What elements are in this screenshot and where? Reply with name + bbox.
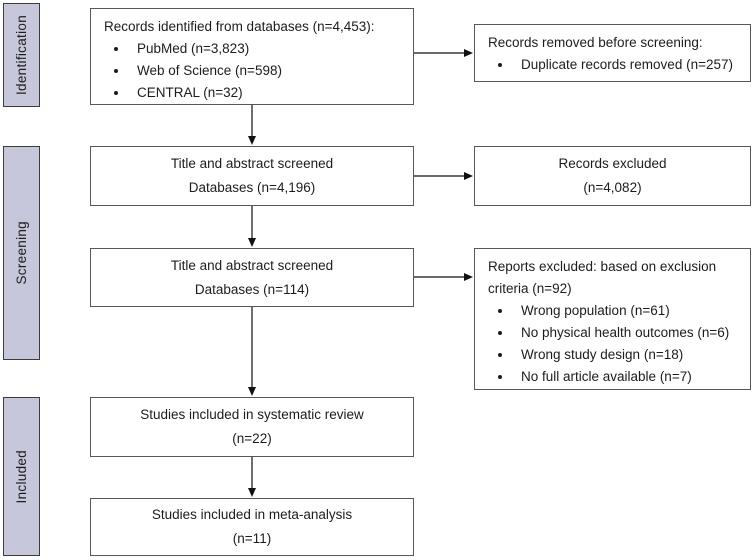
systematic-review-line1: Studies included in systematic review (140, 407, 364, 422)
records-removed-list: Duplicate records removed (n=257) (488, 54, 742, 76)
meta-analysis-line1: Studies included in meta-analysis (151, 507, 353, 522)
stage-included-label: Included (14, 449, 29, 504)
systematic-review-line2: (n=22) (232, 431, 272, 446)
box-reports-excluded: Reports excluded: based on exclusion cri… (474, 248, 751, 390)
records-identified-list: PubMed (n=3,823) Web of Science (n=598) … (104, 38, 405, 104)
screened-second-line1: Title and abstract screened (170, 257, 334, 273)
records-excluded-line1: Records excluded (558, 156, 667, 171)
list-item: No physical health outcomes (n=6) (513, 322, 742, 344)
records-excluded-line2: (n=4,082) (583, 180, 642, 195)
stage-included: Included (3, 397, 40, 556)
list-item: No full article available (n=7) (513, 366, 742, 388)
list-item: CENTRAL (n=32) (129, 82, 405, 104)
list-item: Wrong study design (n=18) (513, 344, 742, 366)
list-item: Duplicate records removed (n=257) (513, 54, 742, 76)
records-removed-title: Records removed before screening: (488, 35, 703, 50)
screened-first-line1: Title and abstract screened (170, 156, 334, 171)
stage-screening: Screening (3, 146, 40, 360)
records-identified-title: Records identified from databases (n=4,4… (104, 19, 375, 34)
box-records-excluded: Records excluded (n=4,082) (474, 146, 751, 206)
screened-second-line2: Databases (n=114) (194, 281, 310, 297)
box-meta-analysis: Studies included in meta-analysis (n=11) (90, 498, 414, 556)
box-screened-second: Title and abstract screened Databases (n… (90, 248, 414, 307)
reports-excluded-list: Wrong population (n=61) No physical heal… (488, 300, 742, 388)
list-item: Wrong population (n=61) (513, 300, 742, 322)
list-item: Web of Science (n=598) (129, 60, 405, 82)
box-records-removed: Records removed before screening: Duplic… (474, 24, 751, 82)
box-systematic-review: Studies included in systematic review (n… (90, 397, 414, 457)
stage-screening-label: Screening (14, 221, 29, 285)
reports-excluded-title: Reports excluded: based on exclusion cri… (488, 259, 717, 296)
stage-identification-label: Identification (14, 15, 29, 95)
screened-first-line2: Databases (n=4,196) (188, 180, 316, 195)
box-records-identified: Records identified from databases (n=4,4… (90, 8, 414, 105)
stage-identification: Identification (3, 3, 40, 107)
box-screened-first: Title and abstract screened Databases (n… (90, 146, 414, 206)
meta-analysis-line2: (n=11) (232, 531, 272, 546)
list-item: PubMed (n=3,823) (129, 38, 405, 60)
